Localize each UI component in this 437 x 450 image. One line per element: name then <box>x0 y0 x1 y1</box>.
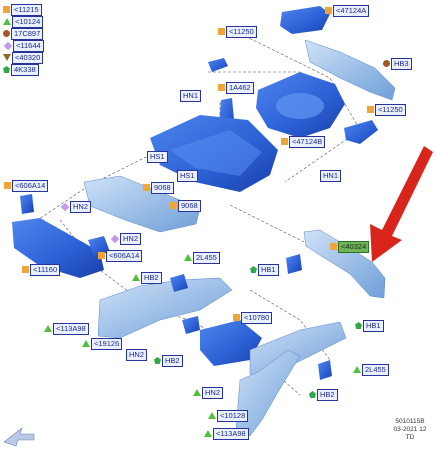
view-direction-arrow <box>3 427 35 447</box>
upper-right-rail-part <box>304 39 396 101</box>
pentagon-icon <box>3 66 10 73</box>
callout-11250-right[interactable]: <11250 <box>367 103 406 116</box>
square-icon <box>281 138 288 145</box>
square-icon <box>170 202 177 209</box>
triangle-icon <box>208 412 216 419</box>
legend-item-10124: <10124 <box>3 15 44 28</box>
callout-hb2-top[interactable]: HB2 <box>132 271 162 284</box>
triangle-icon <box>44 325 52 332</box>
small-part-b <box>182 316 200 334</box>
callout-2l455-bottom[interactable]: 2L455 <box>353 363 389 376</box>
606a14-bracket-part <box>88 236 110 256</box>
callout-hb1-top[interactable]: HB1 <box>250 263 279 276</box>
callout-hb3[interactable]: HB3 <box>383 57 412 70</box>
diagram-date: 03-2021 12 <box>393 426 427 433</box>
pentagon-icon <box>355 322 362 329</box>
pentagon-icon <box>309 391 316 398</box>
square-icon <box>325 7 332 14</box>
callout-hb2-mid[interactable]: HB2 <box>154 354 183 367</box>
callout-hb1-right[interactable]: HB1 <box>355 319 384 332</box>
callout-40324[interactable]: <40324 <box>330 240 370 253</box>
callout-11160[interactable]: <11160 <box>22 263 61 276</box>
square-icon <box>143 184 150 191</box>
crossmember-part <box>83 175 201 233</box>
lower-center-panel-part <box>200 320 262 366</box>
callout-hs1-left[interactable]: HS1 <box>147 150 168 163</box>
legend-item-40320: <40320 <box>3 51 44 64</box>
legend-item-11644: <11644 <box>3 39 44 52</box>
small-bracket-part <box>208 58 228 72</box>
triangle-down-icon <box>3 54 11 61</box>
diamond-icon <box>110 234 120 243</box>
callout-9068-b[interactable]: 9068 <box>170 199 201 212</box>
triangle-icon <box>184 254 192 261</box>
triangle-icon <box>193 389 201 396</box>
square-icon <box>218 28 225 35</box>
small-part-a <box>170 274 188 292</box>
callout-hn2-bottom[interactable]: HN2 <box>193 386 224 399</box>
square-icon <box>3 6 10 13</box>
square-icon <box>4 182 11 189</box>
callout-606a14-mid[interactable]: <606A14 <box>98 249 143 262</box>
callout-47124b[interactable]: <47124B <box>281 135 326 148</box>
red-pointer-arrow <box>370 146 433 262</box>
left-side-panel-part <box>12 218 104 278</box>
callout-hn1-right[interactable]: HN1 <box>320 169 342 182</box>
diagram-code: 5010115B <box>395 418 425 425</box>
callout-2l455-top[interactable]: 2L455 <box>184 251 220 264</box>
circle-icon <box>3 30 10 37</box>
diamond-icon <box>3 41 13 50</box>
triangle-icon <box>132 274 140 281</box>
callout-hn2-mid[interactable]: HN2 <box>110 232 142 245</box>
callout-hs1-right[interactable]: HS1 <box>177 169 198 182</box>
callout-113a98-left[interactable]: <113A98 <box>44 322 89 335</box>
callout-9068-a[interactable]: 9068 <box>143 181 174 194</box>
triangle-icon <box>82 340 90 347</box>
callout-606a14-left[interactable]: <606A14 <box>4 179 49 192</box>
triangle-icon <box>353 366 361 373</box>
callout-19126[interactable]: <19126 <box>82 337 123 350</box>
callout-hn2-lower[interactable]: HN2 <box>126 348 148 361</box>
legend-item-17c897: 17C897 <box>3 27 44 40</box>
triangle-icon <box>3 18 11 25</box>
callout-113a98-bottom[interactable]: <113A98 <box>204 427 249 440</box>
triangle-icon <box>204 430 212 437</box>
diamond-icon <box>60 202 70 211</box>
small-part-d <box>318 360 332 380</box>
callout-11250-top[interactable]: <11250 <box>218 25 257 38</box>
square-icon <box>233 314 240 321</box>
callout-hb2-bottom[interactable]: HB2 <box>309 388 338 401</box>
pentagon-icon <box>250 266 257 273</box>
pentagon-icon <box>154 357 161 364</box>
diagram-region: TD <box>405 434 415 441</box>
callout-47124a[interactable]: <47124A <box>325 4 370 17</box>
callout-hn2-left[interactable]: HN2 <box>60 200 92 213</box>
circle-icon <box>383 60 390 67</box>
small-part-c <box>286 254 302 274</box>
left-small-bracket-part <box>20 194 34 214</box>
legend-item-11215: <11215 <box>3 3 42 16</box>
diagram-meta: 5010115B 03-2021 12 TD <box>386 418 434 442</box>
square-icon <box>22 266 29 273</box>
top-bracket-part <box>280 6 330 34</box>
legend-item-4k338: 4K338 <box>3 63 39 76</box>
callout-10128[interactable]: <10128 <box>208 409 249 422</box>
square-icon <box>218 84 225 91</box>
callout-1a462[interactable]: 1A462 <box>218 81 254 94</box>
square-icon <box>330 243 337 250</box>
square-icon <box>98 252 105 259</box>
right-bracket-part <box>344 120 378 144</box>
square-icon <box>367 106 374 113</box>
callout-10780[interactable]: <10780 <box>233 311 273 324</box>
callout-hn1-top[interactable]: HN1 <box>180 89 202 102</box>
